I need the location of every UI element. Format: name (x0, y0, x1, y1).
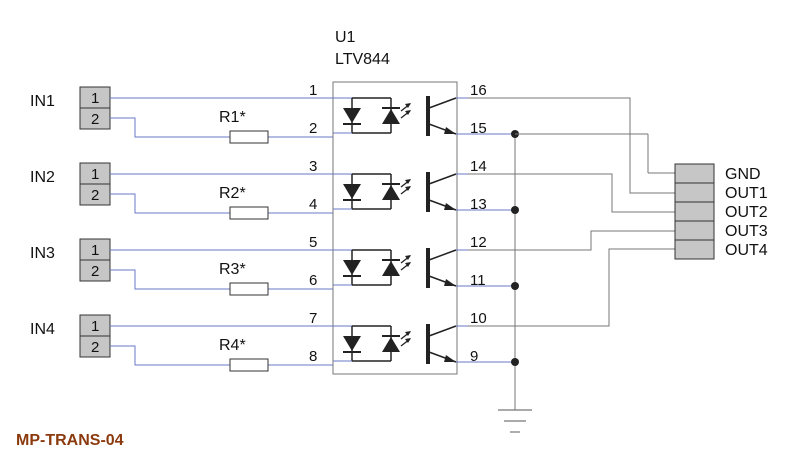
ic-pin-emitter-4: 9 (470, 348, 478, 365)
input-label-3: IN3 (30, 245, 55, 262)
output-label-out1: OUT1 (725, 185, 768, 202)
resistor-label-3: R3* (219, 261, 246, 278)
ic-part-number: LTV844 (335, 51, 390, 68)
input-4-pin-2: 2 (91, 339, 99, 356)
ic-pin-cathode-2: 4 (309, 196, 317, 213)
output-connector (674, 163, 715, 260)
resistor-label-1: R1* (219, 109, 246, 126)
input-1-pin-2: 2 (91, 111, 99, 128)
resistor-label-4: R4* (219, 337, 246, 354)
ic-body (332, 81, 458, 375)
ic-pin-anode-1: 1 (309, 82, 317, 99)
output-wires (468, 97, 675, 327)
output-label-out2: OUT2 (725, 204, 768, 221)
ic-pin-anode-2: 3 (309, 158, 317, 175)
input-3-pin-1: 1 (91, 242, 99, 259)
input-label-2: IN2 (30, 169, 55, 186)
input-connector-1 (79, 86, 111, 130)
ic-pin-collector-3: 12 (470, 234, 487, 251)
resistor-label-2: R2* (219, 185, 246, 202)
ic-pin-cathode-1: 2 (309, 120, 317, 137)
channel-4 (331, 322, 470, 366)
ground-icon (498, 409, 532, 433)
channel-2 (331, 170, 470, 214)
input-2-pin-2: 2 (91, 187, 99, 204)
ic-pin-emitter-3: 11 (470, 272, 486, 289)
input-label-1: IN1 (30, 93, 55, 110)
output-label-gnd: GND (725, 166, 761, 183)
ic-pin-emitter-2: 13 (470, 196, 487, 213)
emitter-bus (456, 130, 675, 410)
input-wires (110, 97, 333, 366)
ic-pin-cathode-3: 6 (309, 272, 317, 289)
ic-pin-cathode-4: 8 (309, 348, 317, 365)
input-4-pin-1: 1 (91, 318, 99, 335)
ic-pin-emitter-1: 15 (470, 120, 487, 137)
resistors (229, 130, 269, 372)
input-connector-3 (79, 238, 111, 282)
ic-pin-collector-4: 10 (470, 310, 487, 327)
output-label-out4: OUT4 (725, 242, 768, 259)
ic-pin-anode-3: 5 (309, 234, 317, 251)
ic-pin-anode-4: 7 (309, 310, 317, 327)
ic-pin-collector-1: 16 (470, 82, 487, 99)
ic-pin-collector-2: 14 (470, 158, 487, 175)
ic-reference: U1 (335, 29, 356, 46)
output-label-out3: OUT3 (725, 223, 768, 240)
board-title: MP-TRANS-04 (16, 432, 124, 449)
input-2-pin-1: 1 (91, 166, 99, 183)
input-label-4: IN4 (30, 321, 55, 338)
input-3-pin-2: 2 (91, 263, 99, 280)
channel-3 (331, 246, 470, 290)
channel-1 (331, 94, 470, 138)
input-1-pin-1: 1 (91, 90, 99, 107)
